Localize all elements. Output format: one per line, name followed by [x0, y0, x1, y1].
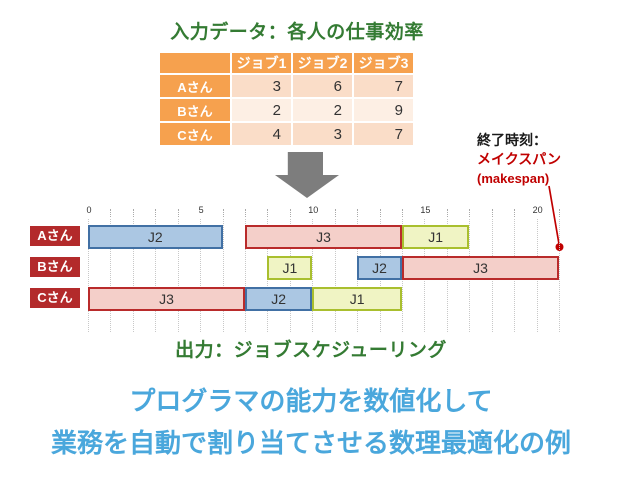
gantt-row-label: Aさん — [30, 226, 80, 246]
person-name-cell: Bさん — [160, 99, 230, 121]
axis-tick-mark — [132, 209, 134, 217]
efficiency-value-cell: 2 — [232, 99, 291, 121]
gridline — [334, 219, 336, 332]
gridline — [132, 219, 134, 332]
table-col-header: ジョブ3 — [354, 53, 413, 73]
axis-tick-mark — [267, 209, 269, 217]
efficiency-value-cell: 9 — [354, 99, 413, 121]
efficiency-value-cell: 6 — [293, 75, 352, 97]
axis-tick-mark — [491, 209, 493, 217]
gantt-bar: J2 — [88, 225, 223, 249]
axis-tick-mark — [222, 209, 224, 217]
bottom-caption: プログラマの能力を数値化して 業務を自動で割り当てさせる数理最適化の例 — [0, 380, 622, 464]
input-section-title: 入力データ：各人の仕事効率 — [170, 22, 424, 43]
gridline — [312, 219, 314, 332]
axis-tick-mark — [357, 209, 359, 217]
table-corner-cell — [160, 53, 230, 73]
efficiency-value-cell: 2 — [293, 99, 352, 121]
gantt-bar: J1 — [267, 256, 313, 280]
gantt-row-label: Bさん — [30, 257, 80, 277]
gridline — [155, 219, 157, 332]
efficiency-value-cell: 4 — [232, 123, 291, 145]
efficiency-value-cell: 3 — [293, 123, 352, 145]
gantt-bar: J1 — [402, 225, 470, 249]
gridline — [222, 219, 224, 332]
gridline — [245, 219, 246, 332]
axis-tick-mark — [402, 209, 403, 217]
axis-tick-label: 20 — [532, 205, 543, 215]
down-arrow-icon — [275, 152, 339, 198]
gridline — [200, 219, 202, 332]
gantt-row-label: Cさん — [30, 288, 80, 308]
efficiency-value-cell: 3 — [232, 75, 291, 97]
efficiency-value-cell: 7 — [354, 75, 413, 97]
axis-tick-label: 15 — [420, 205, 431, 215]
makespan-label-katakana: メイクスパン — [477, 151, 561, 167]
axis-tick-mark — [245, 209, 246, 217]
axis-tick-mark — [446, 209, 448, 217]
output-section-title: 出力：ジョブスケジューリング — [175, 340, 447, 361]
gantt-bar: J3 — [245, 225, 402, 249]
gantt-bar: J3 — [402, 256, 559, 280]
axis-tick-label: 10 — [308, 205, 319, 215]
gridline — [559, 219, 560, 332]
axis-tick-mark — [177, 209, 179, 217]
person-name-cell: Aさん — [160, 75, 230, 97]
gridline — [177, 219, 179, 332]
axis-tick-mark — [334, 209, 336, 217]
gridline — [88, 219, 89, 332]
makespan-label-en: (makespan) — [477, 171, 550, 186]
makespan-label-jp: 終了時刻： — [477, 132, 547, 148]
table-col-header: ジョブ1 — [232, 53, 291, 73]
gantt-bar: J2 — [357, 256, 402, 280]
person-name-cell: Cさん — [160, 123, 230, 145]
table-col-header: ジョブ2 — [293, 53, 352, 73]
gantt-bar: J3 — [88, 287, 245, 311]
axis-tick-mark — [559, 209, 560, 217]
efficiency-value-cell: 7 — [354, 123, 413, 145]
axis-tick-mark — [514, 209, 516, 217]
caption-line-1: プログラマの能力を数値化して — [129, 386, 493, 416]
axis-tick-mark — [469, 209, 471, 217]
gantt-bar: J2 — [245, 287, 313, 311]
axis-tick-mark — [379, 209, 381, 217]
caption-line-2: 業務を自動で割り当てさせる数理最適化の例 — [50, 428, 571, 458]
axis-tick-mark — [155, 209, 157, 217]
axis-tick-mark — [289, 209, 291, 217]
makespan-annotation: 終了時刻： メイクスパン (makespan) — [477, 131, 561, 188]
axis-tick-label: 0 — [86, 205, 92, 215]
axis-tick-label: 5 — [198, 205, 204, 215]
gridline — [110, 219, 112, 332]
axis-tick-mark — [110, 209, 112, 217]
gantt-bar: J1 — [312, 287, 402, 311]
